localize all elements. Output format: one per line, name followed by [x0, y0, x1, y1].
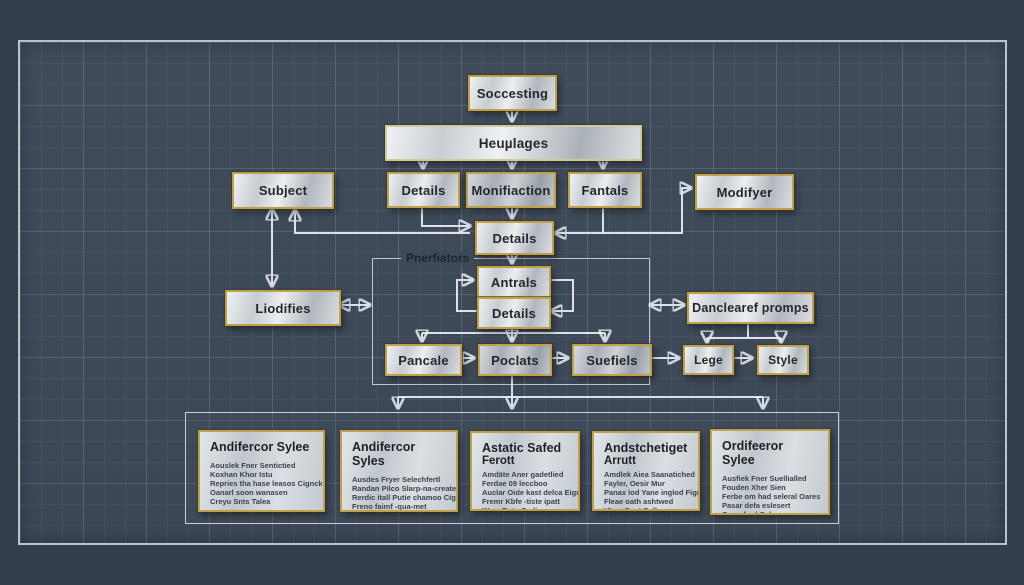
panel-line: Ferdae 09 leccboo [482, 479, 548, 488]
panel-subtitle: Arrutt [604, 455, 636, 467]
node-heuplages: Heuµlages [385, 125, 642, 161]
node-poclats-label: Poclats [491, 352, 539, 368]
node-monifiaction: Monifiaction [466, 172, 556, 208]
node-details-top-label: Details [401, 182, 446, 198]
panel-line: Pasar defa eslesert [722, 501, 791, 510]
node-pancale-label: Pancale [398, 352, 449, 368]
panel-andifercor-sylee: Andifercor Sylee Aouslek Fner Sentictied… [198, 430, 325, 512]
panel-lines: Amdlek Aiea Saanatiched Fayler, Oesir Mu… [604, 470, 700, 511]
panel-line: Crep. fred Calse [722, 510, 780, 515]
node-suefiels-label: Suefiels [586, 352, 638, 368]
panel-line: Ausfiek Fner Suellialled [722, 474, 807, 483]
node-modifyer-label: Modifyer [716, 184, 773, 200]
node-details-mid-label: Details [492, 230, 537, 246]
node-liodifies: Liodifies [225, 290, 341, 326]
panel-line: Aouslek Fner Sentictied [210, 461, 296, 470]
node-danclearef-promps: Danclearef promps [687, 292, 814, 324]
panel-line: Fouden Xher Sien [722, 483, 786, 492]
panel-line: Ferbe om had seleral Oares [722, 492, 821, 501]
panel-line: Ausdes Fryer Selechfertl [352, 475, 441, 484]
panel-line: Vhyp Cost Cella [604, 506, 662, 511]
panel-line: Creyu Snts Talea [210, 497, 271, 506]
panel-andifercor-syles: Andifercor Syles Ausdes Fryer Selechfert… [340, 430, 458, 512]
node-suefiels: Suefiels [572, 344, 652, 376]
panel-line: Randan Pilco Slarp-na-creates [352, 484, 458, 493]
panel-title: Andstchetiget [604, 441, 688, 455]
node-details-top: Details [387, 172, 460, 208]
panel-ordifeeror-sylee: Ordifeeror Sylee Ausfiek Fner Suellialle… [710, 429, 830, 515]
node-soccesting-label: Soccesting [476, 85, 549, 101]
panel-line: Fremr Kbfe -tiste ipatt [482, 497, 560, 506]
panel-lines: Ausdes Fryer Selechfertl Randan Pilco Sl… [352, 475, 458, 512]
panel-title: Andifercor Syles [352, 440, 416, 468]
node-subject: Subject [232, 172, 334, 209]
panel-andstchetiget: Andstchetiget Arrutt Amdlek Aiea Saanati… [592, 431, 700, 511]
node-monifiaction-label: Monifiaction [471, 182, 551, 198]
node-liodifies-label: Liodifies [255, 300, 311, 316]
node-fantals-label: Fantals [581, 182, 629, 198]
phenators-group-label: Pnerfiators [401, 251, 475, 265]
node-lege: Lege [683, 345, 734, 375]
node-style: Style [757, 345, 809, 375]
node-soccesting: Soccesting [468, 75, 557, 111]
panel-subtitle: Ferott [482, 455, 515, 467]
panel-line: Auclar Oide kast delca Eignes [482, 488, 580, 497]
panel-line: Oanarl soon wanasen [210, 488, 288, 497]
node-details-inner-label: Details [491, 305, 537, 321]
node-antrals: Antrals [477, 266, 551, 298]
panel-line: Repries tha hase leasos Cignck [210, 479, 323, 488]
panel-lines: Aouslek Fner Sentictied Koxhan Khor Istu… [210, 461, 323, 506]
panel-line: Rerdic itall Putie chamoo Cigercs [352, 493, 456, 502]
node-poclats: Poclats [478, 344, 552, 376]
node-danclearef-promps-label: Danclearef promps [692, 301, 809, 315]
node-lege-label: Lege [694, 353, 723, 367]
node-heuplages-label: Heuµlages [478, 135, 549, 151]
panel-line: Freno faimf -qua-met [352, 502, 427, 511]
panel-line: Fayler, Oesir Mur [604, 479, 665, 488]
node-fantals: Fantals [568, 172, 642, 208]
panel-line: Koxhan Khor Istu [210, 470, 273, 479]
panel-title: Astatic Safed [482, 441, 562, 455]
node-style-label: Style [768, 353, 798, 367]
panel-title: Ordifeeror Sylee [722, 439, 784, 467]
panel-title: Andifercor Sylee [210, 440, 310, 454]
panel-line: Fleae oath ashtwed [604, 497, 674, 506]
node-antrals-label: Antrals [490, 274, 538, 290]
panel-astatic-safed: Astatic Safed Ferott Amdäte Aner gadetli… [470, 431, 580, 511]
node-subject-label: Subject [258, 183, 308, 198]
panel-line: Amdlek Aiea Saanatiched [604, 470, 696, 479]
panel-lines: Amdäte Aner gadetlied Ferdae 09 leccboo … [482, 470, 580, 511]
panel-line: Amdäte Aner gadetlied [482, 470, 564, 479]
node-modifyer: Modifyer [695, 174, 794, 210]
node-pancale: Pancale [385, 344, 462, 376]
panel-line: Varga Sivar Cotes [352, 511, 446, 512]
panel-lines: Ausfiek Fner Suellialled Fouden Xher Sie… [722, 474, 821, 515]
panel-line: Weyr Dote Cadiz [482, 506, 542, 511]
node-details-mid: Details [475, 221, 554, 255]
node-details-inner: Details [477, 297, 551, 329]
panel-line: Panax lod Yane inglod Fignes [604, 488, 700, 497]
